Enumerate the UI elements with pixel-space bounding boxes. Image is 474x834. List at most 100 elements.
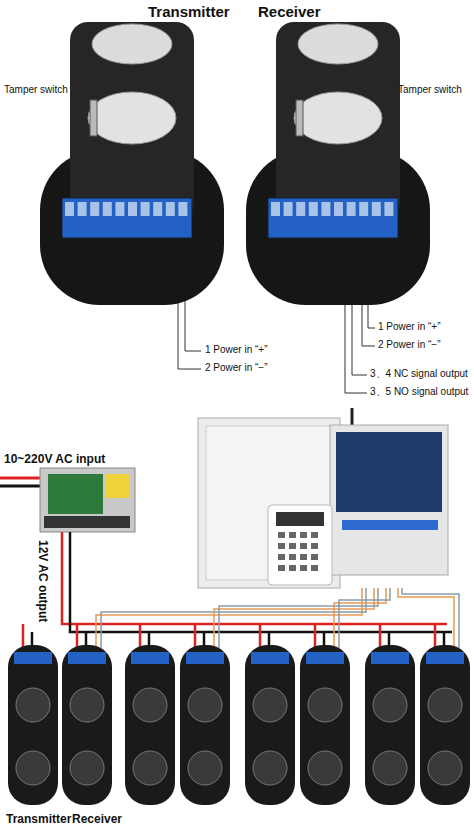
signal-wire: [101, 588, 366, 648]
key: [311, 554, 318, 560]
lens: [373, 688, 407, 722]
detector: [300, 645, 350, 805]
detector-photos: [40, 22, 430, 305]
lens: [188, 688, 222, 722]
lens: [133, 751, 167, 785]
wire-positive: [76, 624, 79, 648]
detector: [420, 645, 470, 805]
key: [278, 532, 285, 538]
lens: [308, 688, 342, 722]
callout-label: 10~220V AC input: [4, 452, 105, 466]
key: [278, 554, 285, 560]
terminal-screw: [347, 202, 356, 216]
lens: [298, 24, 378, 64]
detector-housing: [276, 22, 400, 222]
lens: [428, 751, 462, 785]
lens: [294, 92, 382, 144]
wire-negative: [70, 532, 452, 632]
wire-positive: [434, 624, 437, 648]
lens: [16, 751, 50, 785]
key: [300, 543, 307, 549]
callout-label: 1 Power in “+”: [205, 344, 268, 356]
terminal-block: [131, 652, 169, 664]
lens: [16, 688, 50, 722]
terminal-screw: [284, 202, 293, 216]
signal-wire: [214, 588, 374, 648]
lens: [133, 688, 167, 722]
callout-label: 3、4 NC signal output: [370, 368, 468, 380]
terminal-block: [371, 652, 409, 664]
key: [289, 532, 296, 538]
key: [311, 532, 318, 538]
terminal-block: [14, 652, 52, 664]
callout-label: 3、5 NO signal output: [370, 386, 468, 398]
signal-wire: [402, 588, 459, 648]
terminal-block: [68, 652, 106, 664]
wire-positive: [314, 624, 317, 648]
signal-wire: [219, 588, 378, 648]
callout-label: 2 Power in “−”: [205, 362, 268, 374]
terminal-block: [186, 652, 224, 664]
wire-positive: [379, 624, 382, 648]
detector: [245, 645, 295, 805]
lens: [308, 751, 342, 785]
lens: [253, 688, 287, 722]
detector-housing: [70, 22, 194, 222]
key: [300, 565, 307, 571]
terminal-screw: [128, 202, 137, 216]
terminal-screw: [309, 202, 318, 216]
terminal-screw: [115, 202, 124, 216]
alarm-panel: [198, 408, 448, 588]
signal-wire: [96, 588, 362, 648]
tamper-switch: [296, 100, 303, 136]
lens: [188, 751, 222, 785]
callout-label: Transmitter: [6, 812, 71, 826]
terminal-screw: [384, 202, 393, 216]
key: [278, 543, 285, 549]
terminal-screw: [178, 202, 187, 216]
terminal-screw: [321, 202, 330, 216]
wire-positive: [139, 624, 142, 648]
power-supply: [0, 468, 135, 532]
detector: [180, 645, 230, 805]
terminal-block: [306, 652, 344, 664]
terminal-screw: [359, 202, 368, 216]
terminal-screw: [78, 202, 87, 216]
tamper-switch: [90, 100, 97, 136]
terminal-screw: [271, 202, 280, 216]
terminal-block: [62, 198, 192, 238]
wire-positive: [62, 532, 447, 624]
signal-wire: [398, 588, 454, 648]
key: [311, 565, 318, 571]
lens: [70, 751, 104, 785]
callout-label: Receiver: [72, 812, 122, 826]
detector: [62, 645, 112, 805]
wiring: [8, 532, 470, 805]
callout-label: Transmitter: [148, 3, 230, 21]
detector: [125, 645, 175, 805]
terminal-screw: [372, 202, 381, 216]
wire-positive: [194, 624, 197, 648]
key: [311, 543, 318, 549]
terminal-screw: [153, 202, 162, 216]
terminal-screw: [334, 202, 343, 216]
wire-positive: [259, 624, 262, 648]
terminal-screw: [103, 202, 112, 216]
wire-positive: [22, 624, 25, 648]
terminal-block: [251, 652, 289, 664]
key: [300, 532, 307, 538]
callout-label: 1 Power in “+”: [378, 321, 441, 333]
terminal-screw: [296, 202, 305, 216]
callout-label: Receiver: [258, 3, 321, 21]
terminal-screw: [65, 202, 74, 216]
wire-label: 12V AC output: [36, 540, 50, 622]
lens: [92, 24, 172, 64]
signal-wire: [339, 588, 390, 648]
detector: [365, 645, 415, 805]
key: [289, 543, 296, 549]
callout-label: 2 Power in “−”: [378, 339, 441, 351]
terminal-screw: [90, 202, 99, 216]
key: [300, 554, 307, 560]
signal-wire: [334, 588, 386, 648]
